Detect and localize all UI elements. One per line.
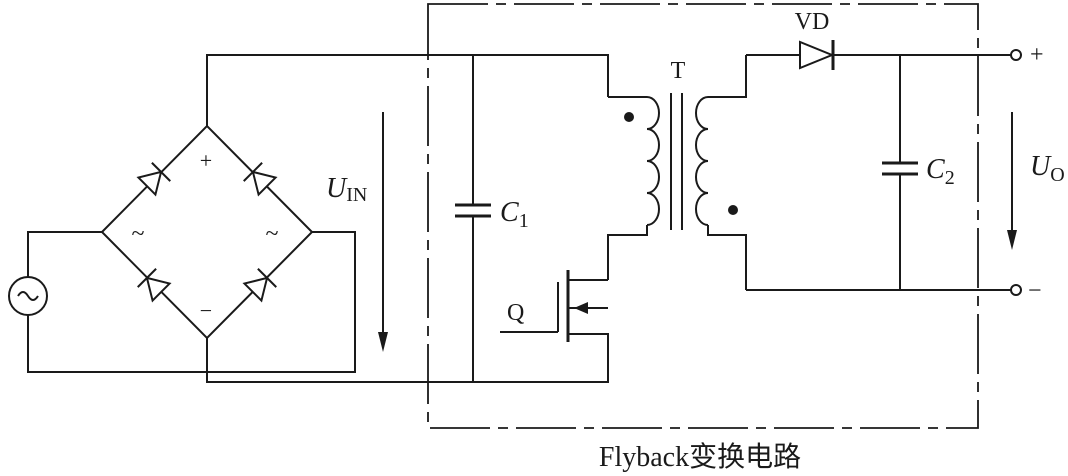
uin-label: UIN	[326, 173, 367, 206]
diode-label: VD	[795, 9, 830, 35]
uo-label: UO	[1030, 151, 1065, 186]
negative-rail	[206, 336, 609, 383]
output-plus-label: +	[1030, 42, 1044, 68]
c2-label: C2	[926, 154, 955, 189]
bridge-rectifier: + − ~ ~	[100, 124, 314, 340]
ac-left-label: ~	[132, 221, 145, 247]
transformer-label: T	[671, 58, 686, 84]
bridge-diode-ur	[243, 162, 278, 197]
switch-label: Q	[507, 300, 524, 326]
bridge-plus-label: +	[200, 148, 212, 173]
mosfet-q	[500, 270, 609, 382]
transformer-secondary	[695, 55, 747, 290]
mosfet-arrow	[574, 302, 588, 314]
uo-arrow	[1007, 112, 1017, 250]
converter-boundary	[427, 3, 979, 429]
transformer-primary	[607, 96, 660, 280]
capacitor-c2	[882, 55, 918, 290]
diagram-caption: Flyback变换电路	[599, 441, 801, 473]
output-minus-label: −	[1028, 278, 1042, 304]
output-terminal-negative	[1010, 284, 1022, 296]
bridge-diode-ul	[136, 162, 171, 197]
output-terminal-positive	[1010, 49, 1022, 61]
capacitor-c1	[455, 55, 491, 382]
sine-icon	[17, 291, 39, 301]
primary-dot	[624, 112, 634, 122]
secondary-dot	[728, 205, 738, 215]
positive-rail	[206, 54, 609, 126]
ac-right-label: ~	[266, 221, 279, 247]
bridge-diode-lr	[242, 268, 277, 303]
c1-label: C1	[500, 197, 529, 232]
ac-source	[8, 231, 356, 373]
output-diode-vd	[746, 40, 1012, 70]
bridge-diode-ll	[137, 268, 172, 303]
uin-arrow	[378, 112, 388, 352]
bridge-minus-label: −	[200, 298, 212, 323]
